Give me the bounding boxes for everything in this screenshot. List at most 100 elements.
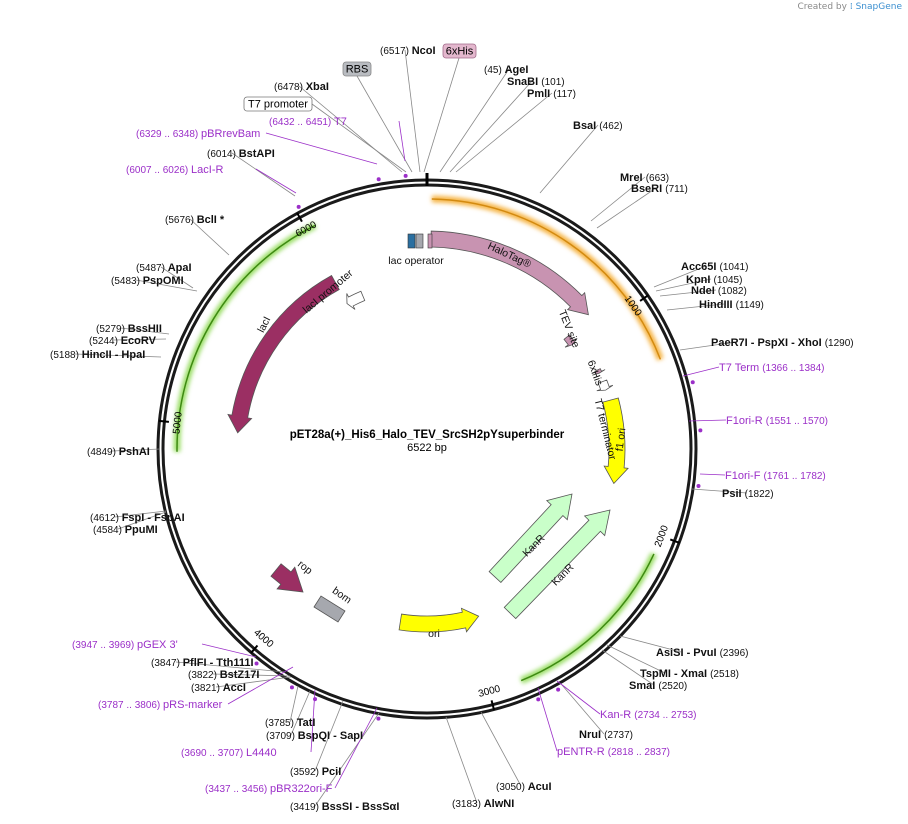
enzyme-name: TatI bbox=[297, 717, 316, 729]
enzyme-label: (3821) AccI bbox=[191, 682, 246, 694]
leader-line bbox=[111, 448, 161, 452]
enzyme-label: (5188) HincII - HpaI bbox=[50, 349, 145, 361]
primer-name: pBR322ori-F bbox=[270, 783, 333, 795]
enzyme-label: (3847) PflFI - Tth111I bbox=[151, 657, 254, 669]
enzyme-name: TspMI - XmaI bbox=[640, 668, 710, 680]
ruler-label: 5000 bbox=[171, 411, 184, 435]
leader-line bbox=[290, 690, 311, 736]
enzyme-name: BseRI bbox=[631, 183, 665, 195]
enzyme-position: (3822) bbox=[188, 670, 220, 681]
primer-leader-line bbox=[255, 168, 297, 194]
enzyme-position: (1149) bbox=[736, 300, 764, 311]
enzyme-label: NdeI (1082) bbox=[691, 285, 747, 297]
enzyme-name: KpnI bbox=[686, 274, 714, 286]
enzyme-position: (6517) bbox=[380, 46, 412, 57]
enzyme-position: (1045) bbox=[714, 275, 743, 286]
primer-leader-line bbox=[699, 473, 726, 476]
enzyme-label: (6478) XbaI bbox=[274, 81, 329, 93]
enzyme-position: (3821) bbox=[191, 683, 223, 694]
enzyme-name: MreI bbox=[620, 172, 646, 184]
leader-line bbox=[655, 278, 712, 292]
primer-label: Kan-R (2734 .. 2753) bbox=[600, 709, 697, 721]
boxed-label-t7-promoter bbox=[243, 96, 313, 112]
leader-line-layer bbox=[74, 49, 748, 807]
primer-site-mark bbox=[690, 380, 695, 385]
enzyme-label: (3050) AcuI bbox=[496, 781, 552, 793]
enzyme-name: PpuMI bbox=[125, 524, 158, 536]
leader-line bbox=[455, 92, 553, 173]
feature-label-lac-operator: lac operator bbox=[388, 255, 444, 267]
enzyme-label: BseRI (711) bbox=[631, 183, 688, 195]
enzyme-name: SnaBI bbox=[507, 76, 541, 88]
enzyme-position: (3592) bbox=[290, 767, 322, 778]
kanr-feature-2 bbox=[503, 509, 611, 620]
leader-line bbox=[449, 80, 533, 173]
t7-terminator-feature bbox=[596, 379, 614, 392]
enzyme-name: NdeI bbox=[691, 285, 718, 297]
primer-position: (3947 .. 3969) bbox=[72, 640, 137, 651]
kanr-feature-1 bbox=[488, 493, 573, 584]
enzyme-label: (3822) BstZ17I bbox=[188, 669, 259, 681]
enzyme-name: BsaI bbox=[573, 120, 599, 132]
enzyme-name: AgeI bbox=[505, 64, 529, 76]
boxed-label-text: RBS bbox=[346, 64, 369, 76]
primer-label: F1ori-F (1761 .. 1782) bbox=[725, 470, 826, 482]
primer-site-mark bbox=[254, 661, 259, 666]
feature-layer bbox=[176, 173, 662, 682]
leader-line bbox=[289, 685, 299, 723]
enzyme-label: (6014) BstAPI bbox=[207, 148, 275, 160]
enzyme-label: (3183) AlwNI bbox=[452, 798, 514, 810]
primer-position: (1761 .. 1782) bbox=[764, 471, 826, 482]
primer-position: (3690 .. 3707) bbox=[181, 748, 246, 759]
primer-name: F1ori-F bbox=[725, 470, 764, 482]
primer-position: (6007 .. 6026) bbox=[126, 165, 191, 176]
snapgene-watermark: Created by ⁞ SnapGene bbox=[797, 2, 902, 12]
enzyme-name: PsiI bbox=[722, 488, 745, 500]
enzyme-label: KpnI (1045) bbox=[686, 274, 742, 286]
enzyme-position: (5487) bbox=[136, 263, 168, 274]
leader-line bbox=[561, 684, 605, 735]
laci-arc bbox=[176, 224, 316, 452]
primer-position: (1366 .. 1384) bbox=[762, 363, 824, 374]
ruler-label: 3000 bbox=[477, 684, 502, 700]
primer-site-mark bbox=[536, 697, 541, 702]
ruler-tick bbox=[296, 212, 303, 223]
enzyme-name: XbaI bbox=[306, 81, 329, 93]
enzyme-name: HincII - HpaI bbox=[82, 349, 146, 361]
enzyme-position: (5188) bbox=[50, 350, 82, 361]
enzyme-label: (3419) BssSI - BssSαI bbox=[290, 801, 399, 813]
primer-leader-line bbox=[227, 666, 294, 705]
primer-label: (3690 .. 3707) L4440 bbox=[181, 747, 277, 759]
enzyme-label: TspMI - XmaI (2518) bbox=[640, 668, 739, 680]
enzyme-position: (2520) bbox=[658, 681, 687, 692]
plasmid-size: 6522 bp bbox=[407, 442, 447, 454]
enzyme-label: (5676) BclI * bbox=[165, 214, 225, 226]
primer-name: L4440 bbox=[246, 747, 277, 759]
primer-site-mark bbox=[376, 716, 381, 721]
primer-leader-line bbox=[556, 680, 601, 715]
primer-name: T7 Term bbox=[719, 362, 762, 374]
enzyme-label: SnaBI (101) bbox=[507, 76, 565, 88]
primer-position: (6329 .. 6348) bbox=[136, 129, 201, 140]
enzyme-name: AcuI bbox=[528, 781, 552, 793]
plasmid-name: pET28a(+)_His6_Halo_TEV_SrcSH2pYsuperbin… bbox=[290, 429, 565, 441]
enzyme-label: MreI (663) bbox=[620, 172, 669, 184]
boxed-label-text: 6xHis bbox=[446, 46, 474, 58]
leader-line bbox=[175, 661, 286, 673]
lac-operator-box bbox=[407, 233, 416, 249]
watermark-prefix: Created by bbox=[797, 2, 847, 12]
enzyme-label: HindIII (1149) bbox=[699, 299, 764, 311]
enzyme-label: (6517) NcoI bbox=[380, 45, 436, 57]
feature-label-6xhis: 6xHis bbox=[585, 359, 605, 388]
leader-line bbox=[659, 289, 717, 297]
enzyme-label: Acc65I (1041) bbox=[681, 261, 748, 273]
laci-feature bbox=[227, 274, 340, 434]
leader-line bbox=[189, 218, 230, 256]
enzyme-position: (6478) bbox=[274, 82, 306, 93]
enzyme-position: (5483) bbox=[111, 276, 143, 287]
leader-line bbox=[113, 338, 167, 341]
leader-line bbox=[117, 511, 167, 530]
primer-position: (1551 .. 1570) bbox=[766, 416, 828, 427]
enzyme-label: (5487) ApaI bbox=[136, 262, 192, 274]
primer-name: pBRrevBam bbox=[201, 128, 260, 140]
